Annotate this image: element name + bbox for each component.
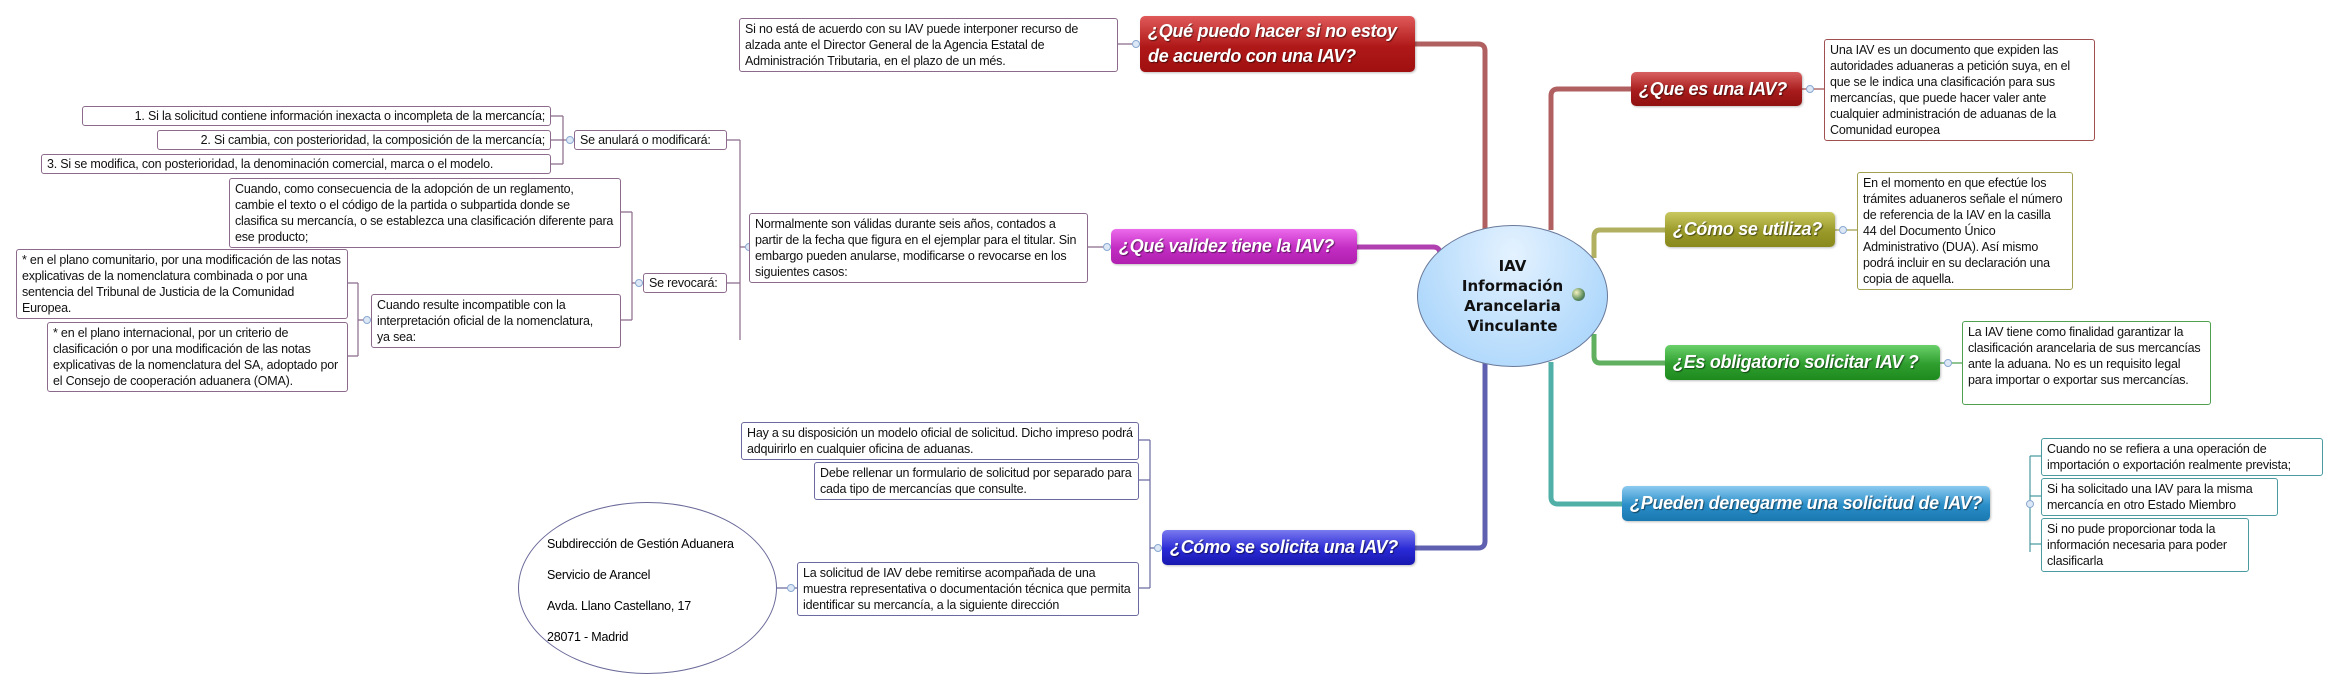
collapse-toggle[interactable] <box>1154 544 1162 552</box>
collapse-toggle[interactable] <box>566 136 574 144</box>
anulara-item-2[interactable]: 2. Si cambia, con posterioridad, la comp… <box>157 130 551 150</box>
connector-denegar <box>1548 362 1622 507</box>
address-bubble[interactable]: Subdirección de Gestión Aduanera Servici… <box>518 502 777 674</box>
collapse-toggle[interactable] <box>1132 40 1140 48</box>
solicita-item-2[interactable]: Debe rellenar un formulario de solicitud… <box>814 462 1139 500</box>
anulara-item-1[interactable]: 1. Si la solicitud contiene información … <box>82 106 551 126</box>
revocara-label[interactable]: Se revocará: <box>643 273 727 293</box>
connector-solicita <box>1415 362 1488 551</box>
anulara-item-3[interactable]: 3. Si se modifica, con posterioridad, la… <box>41 154 551 174</box>
denegar-item-2[interactable]: Si ha solicitado una IAV para la misma m… <box>2041 478 2278 516</box>
topic-obligatorio[interactable]: ¿Es obligatorio solicitar IAV ? <box>1665 345 1940 380</box>
topic-utiliza[interactable]: ¿Cómo se utiliza? <box>1665 212 1835 247</box>
collapse-toggle[interactable] <box>2026 500 2034 508</box>
solicita-item-1[interactable]: Hay a su disposición un modelo oficial d… <box>741 422 1139 460</box>
collapse-toggle[interactable] <box>787 584 795 592</box>
revocara-incompatible[interactable]: Cuando resulte incompatible con la inter… <box>371 294 621 348</box>
desacuerdo-text[interactable]: Si no está de acuerdo con su IAV puede i… <box>739 18 1118 72</box>
topic-desacuerdo[interactable]: ¿Qué puedo hacer si no estoy de acuerdo … <box>1140 16 1415 72</box>
denegar-item-3[interactable]: Si no pude proporcionar toda la informac… <box>2041 518 2249 572</box>
revocara-internacional[interactable]: * en el plano internacional, por un crit… <box>47 322 348 392</box>
anulara-label[interactable]: Se anulará o modificará: <box>574 130 727 150</box>
collapse-toggle[interactable] <box>1806 85 1814 93</box>
topic-que-es[interactable]: ¿Que es una IAV? <box>1631 72 1802 106</box>
collapse-toggle[interactable] <box>363 316 371 324</box>
connector-que-es <box>1548 86 1631 230</box>
revocara-comunitario[interactable]: * en el plano comunitario, por una modif… <box>16 249 348 319</box>
utiliza-text[interactable]: En el momento en que efectúe los trámite… <box>1857 172 2073 290</box>
obligatorio-text[interactable]: La IAV tiene como finalidad garantizar l… <box>1962 321 2211 405</box>
collapse-toggle[interactable] <box>1944 359 1952 367</box>
collapse-toggle[interactable] <box>1103 243 1111 251</box>
topic-validez[interactable]: ¿Qué validez tiene la IAV? <box>1111 229 1357 264</box>
connector-utiliza <box>1591 227 1665 258</box>
revocara-reglamento[interactable]: Cuando, como consecuencia de la adopción… <box>229 178 621 248</box>
validez-text[interactable]: Normalmente son válidas durante seis año… <box>749 213 1088 283</box>
connector-obligatorio <box>1591 334 1665 366</box>
denegar-item-1[interactable]: Cuando no se refiera a una operación de … <box>2041 438 2323 476</box>
central-topic[interactable]: IAV Información Arancelaria Vinculante <box>1417 225 1608 367</box>
collapse-toggle[interactable] <box>1839 226 1847 234</box>
topic-denegar[interactable]: ¿Pueden denegarme una solicitud de IAV? <box>1622 486 1991 521</box>
solicita-item-3[interactable]: La solicitud de IAV debe remitirse acomp… <box>797 562 1139 616</box>
collapse-toggle[interactable] <box>635 279 643 287</box>
connector-desacuerdo <box>1415 41 1488 230</box>
topic-solicita[interactable]: ¿Cómo se solicita una IAV? <box>1162 530 1415 565</box>
que-es-text[interactable]: Una IAV es un documento que expiden las … <box>1824 39 2095 141</box>
globe-icon <box>1572 288 1585 301</box>
